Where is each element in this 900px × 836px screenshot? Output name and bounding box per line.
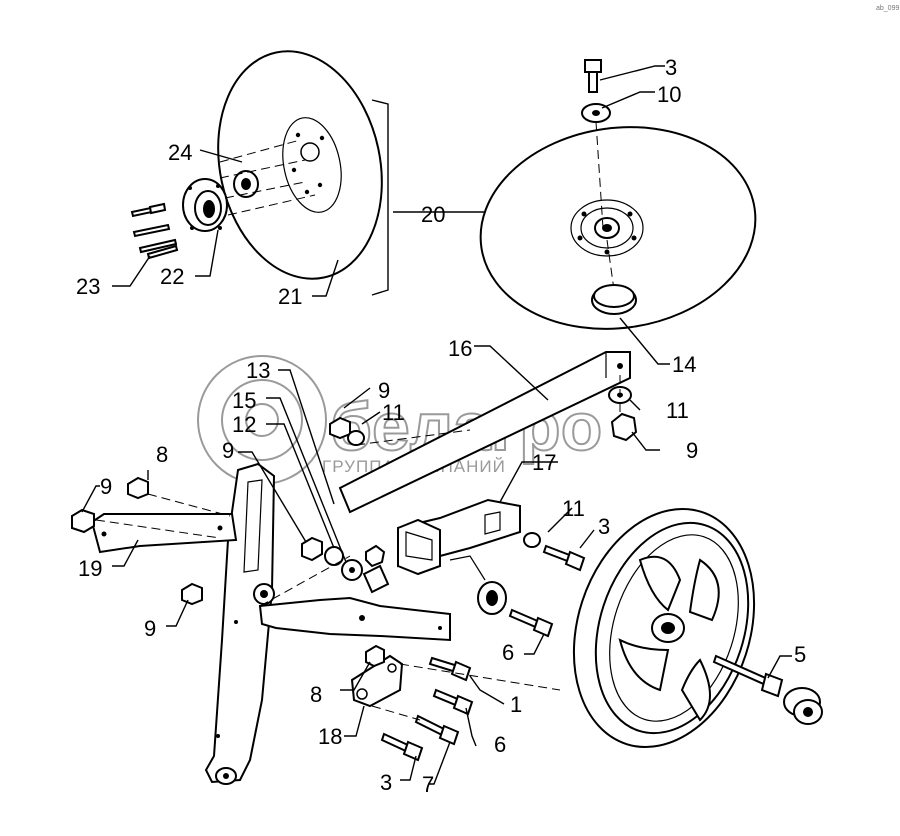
nut-9-left-top (71, 508, 95, 534)
callout-13: 13 (246, 358, 270, 383)
callout-15: 15 (232, 388, 256, 413)
nut-8-upper (127, 476, 149, 500)
washer-11-mid (523, 532, 541, 548)
bearing-24 (233, 170, 259, 198)
callout-24: 24 (168, 140, 192, 165)
disc-20 (479, 126, 757, 330)
callout-9: 9 (100, 474, 112, 499)
callout-10: 10 (657, 82, 681, 107)
callout-9: 9 (686, 438, 698, 463)
nut-upper-right (365, 544, 386, 568)
callout-9: 9 (378, 378, 390, 403)
bracket-17 (397, 498, 521, 615)
callout-3: 3 (598, 514, 610, 539)
spacer (362, 564, 390, 594)
hub-cap (783, 687, 823, 725)
callout-8: 8 (156, 442, 168, 467)
callout-11: 11 (382, 400, 405, 425)
callout-23: 23 (76, 274, 100, 299)
hub-22 (182, 178, 228, 232)
nut-8-lower (365, 644, 385, 668)
callout-6: 6 (502, 640, 514, 665)
callout-1: 1 (510, 692, 522, 717)
lower-plate (258, 596, 451, 642)
callout-19: 19 (78, 556, 102, 581)
arm-16 (338, 351, 631, 514)
bolt-5 (712, 654, 784, 698)
wheel (572, 507, 756, 749)
callout-11: 11 (666, 398, 689, 423)
callout-9: 9 (144, 616, 156, 641)
bracket-19 (90, 513, 238, 554)
plate-18 (350, 654, 404, 708)
leader-lines (81, 65, 792, 785)
callout-6: 6 (494, 732, 506, 757)
callout-16: 16 (448, 336, 472, 361)
callout-3: 3 (380, 770, 392, 795)
corner-code: ab_099 (876, 5, 899, 12)
disc-21 (217, 50, 383, 280)
nut-9-right (610, 412, 638, 442)
callout-9: 9 (222, 438, 234, 463)
callout-7: 7 (422, 772, 434, 797)
callout-5: 5 (794, 642, 806, 667)
bushing-14 (591, 284, 637, 315)
callout-20: 20 (421, 202, 445, 227)
callout-3: 3 (665, 55, 677, 80)
callout-21: 21 (278, 284, 302, 309)
callout-17: 17 (532, 450, 556, 475)
callout-14: 14 (672, 352, 696, 377)
callouts: 3 10 24 20 23 22 21 14 16 13 9 11 15 11 … (76, 55, 806, 797)
nut-9-left-bottom (181, 582, 203, 606)
nut-9-middle (301, 536, 323, 562)
callout-18: 18 (318, 724, 342, 749)
bracket-20 (371, 99, 389, 296)
callout-12: 12 (232, 412, 256, 437)
callout-8: 8 (310, 682, 322, 707)
washer-11-upper (347, 430, 365, 446)
callout-11: 11 (562, 496, 585, 521)
bolt-3-top (584, 59, 602, 93)
bolts-23 (130, 202, 179, 260)
callout-22: 22 (160, 264, 184, 289)
